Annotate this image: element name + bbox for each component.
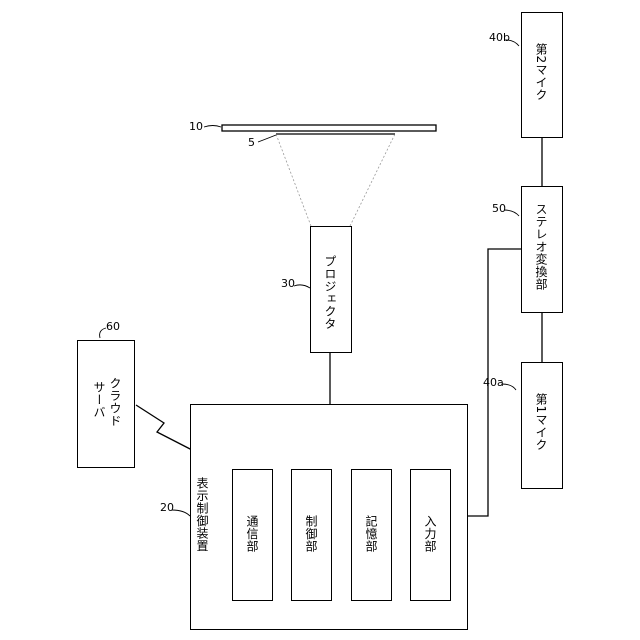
- comm-unit-box: 通信部: [232, 469, 273, 601]
- control-unit-label: 制御部: [304, 515, 318, 553]
- projector-label: プロジェクタ: [323, 255, 337, 330]
- display-controller-label: 表示制御装置: [195, 477, 209, 552]
- cloud-server-label-line1: クラウド: [108, 377, 122, 427]
- ref-display-controller: 20: [160, 502, 174, 514]
- stereo-converter-box: ステレオ変換部: [521, 186, 563, 313]
- mic1-box: 第1マイク: [521, 362, 563, 489]
- ref-stereo-converter: 50: [492, 203, 506, 215]
- leader-20: [172, 510, 190, 516]
- screen: [222, 125, 436, 131]
- projector-box: プロジェクタ: [310, 226, 352, 353]
- mic2-label: 第2マイク: [534, 43, 548, 101]
- leader-30: [294, 285, 310, 288]
- projection-ray-left: [276, 134, 311, 226]
- leader-5: [258, 135, 276, 142]
- projection-ray-right: [350, 134, 395, 226]
- cloud-server-box: クラウド サーバ: [77, 340, 135, 468]
- input-unit-box: 入力部: [410, 469, 451, 601]
- ref-screen-surface: 5: [248, 137, 255, 149]
- ref-cloud-server: 60: [106, 321, 120, 333]
- wireless-link: [136, 405, 194, 451]
- storage-unit-label: 記憶部: [364, 515, 378, 553]
- comm-unit-label: 通信部: [245, 515, 259, 553]
- ref-mic2: 40b: [489, 32, 510, 44]
- leader-40a: [502, 384, 516, 390]
- storage-unit-box: 記憶部: [351, 469, 392, 601]
- control-unit-box: 制御部: [291, 469, 332, 601]
- stereo-converter-label: ステレオ変換部: [534, 203, 548, 291]
- cloud-server-label-line2: サーバ: [92, 381, 106, 419]
- mic2-box: 第2マイク: [521, 12, 563, 138]
- leader-10: [204, 126, 221, 128]
- ref-projector: 30: [281, 278, 295, 290]
- ref-mic1: 40a: [483, 377, 504, 389]
- display-controller-box: 表示制御装置 通信部 制御部 記憶部 入力部: [190, 404, 468, 630]
- mic1-label: 第1マイク: [534, 393, 548, 451]
- leader-50: [504, 210, 519, 216]
- ref-screen: 10: [189, 121, 203, 133]
- input-unit-label: 入力部: [423, 515, 437, 553]
